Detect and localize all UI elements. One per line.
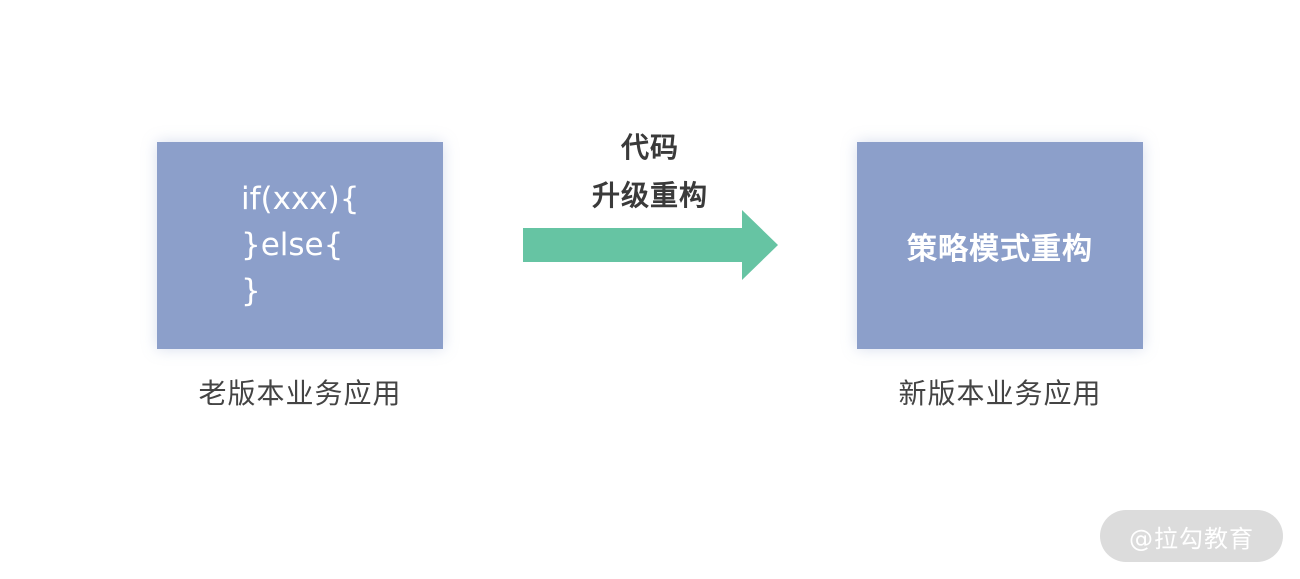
right-arrow-icon — [523, 210, 778, 280]
code-line-if: if(xxx){ — [241, 181, 360, 217]
arrow-label-line1: 代码 — [620, 131, 679, 164]
watermark-badge: @拉勾教育 — [1100, 510, 1283, 562]
new-app-caption: 新版本业务应用 — [898, 377, 1102, 410]
new-app-box: 策略模式重构 — [857, 142, 1143, 349]
old-app-caption: 老版本业务应用 — [198, 377, 402, 410]
code-line-else: }else{ — [241, 227, 344, 263]
code-snippet: if(xxx){ }else{ } — [241, 176, 359, 314]
old-app-box: if(xxx){ }else{ } — [157, 142, 443, 349]
code-line-close: } — [241, 273, 261, 309]
arrow-label-line2: 升级重构 — [591, 179, 708, 212]
arrow-shape — [523, 210, 778, 280]
new-app-box-label: 策略模式重构 — [907, 231, 1093, 267]
